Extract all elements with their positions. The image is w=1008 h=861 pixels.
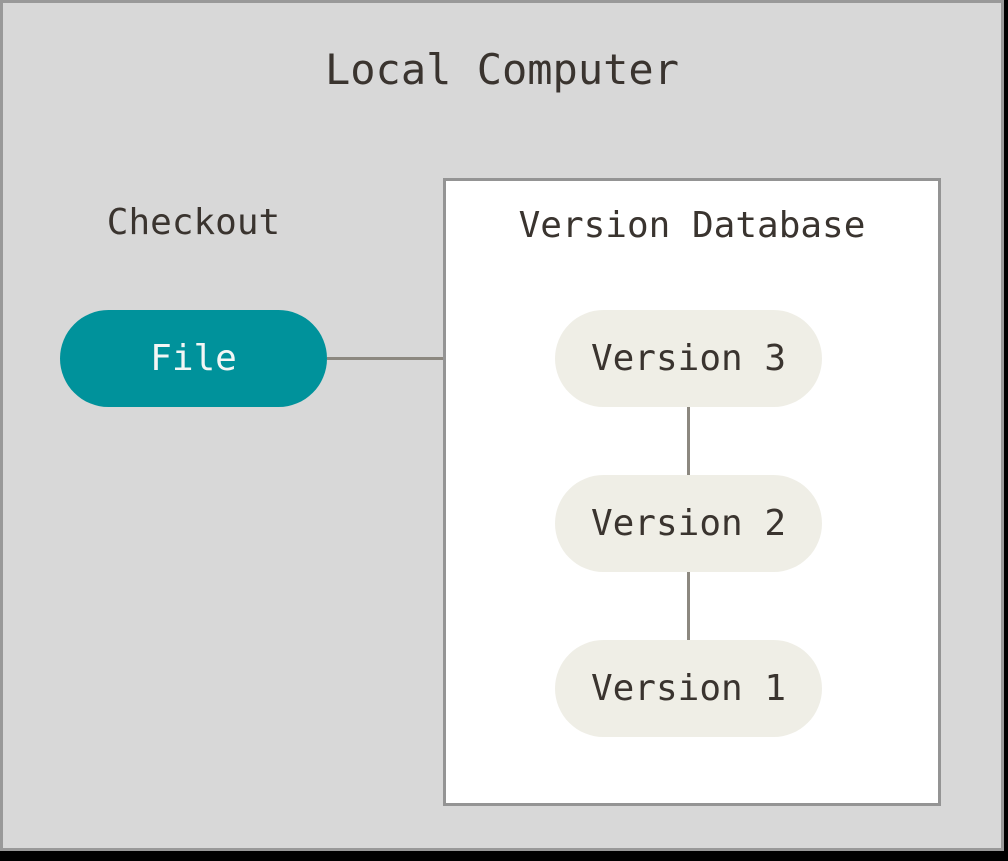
connector-version3-version2 [687, 407, 690, 475]
checkout-label: Checkout [106, 202, 281, 243]
version-2-node: Version 2 [555, 475, 822, 572]
version-database-title: Version Database [518, 205, 866, 246]
connector-version2-version1 [687, 572, 690, 640]
diagram-title: Local Computer [324, 45, 679, 94]
file-node: File [60, 310, 327, 407]
version-3-node: Version 3 [555, 310, 822, 407]
version-1-node: Version 1 [555, 640, 822, 737]
